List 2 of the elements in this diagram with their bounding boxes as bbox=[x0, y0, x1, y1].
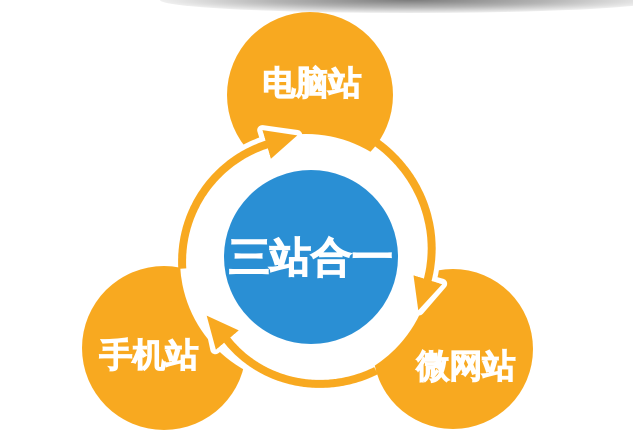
center-circle: 三站合一 bbox=[224, 170, 398, 344]
node-circle: 微网站 bbox=[373, 269, 533, 429]
